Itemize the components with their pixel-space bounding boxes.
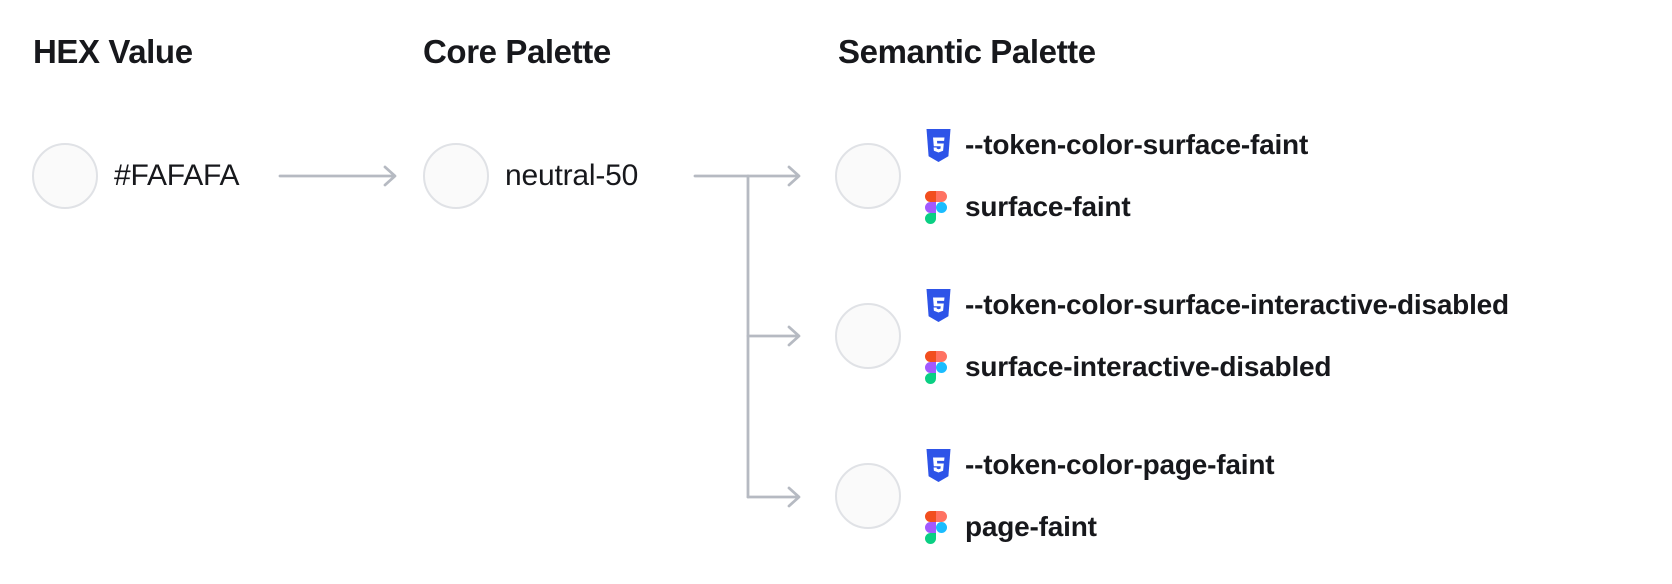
figma-token-line: surface-interactive-disabled — [925, 350, 1509, 384]
css-token-line: --token-color-surface-interactive-disabl… — [925, 288, 1509, 322]
figma-token-name: surface-interactive-disabled — [965, 351, 1332, 382]
color-swatch — [835, 143, 901, 209]
color-swatch — [835, 303, 901, 369]
semantic-node-page-faint: --token-color-page-faint page-faint — [835, 448, 1275, 544]
color-swatch — [32, 143, 98, 209]
figma-logo-icon — [925, 350, 953, 384]
color-swatch — [423, 143, 489, 209]
css3-badge-icon — [925, 288, 953, 322]
css-token-line: --token-color-surface-faint — [925, 128, 1308, 162]
column-title-hex-value: HEX Value — [33, 33, 193, 70]
semantic-node-surface-faint: --token-color-surface-faint surface-fain… — [835, 128, 1308, 224]
core-palette-node: neutral-50 — [423, 143, 638, 209]
core-palette-label: neutral-50 — [505, 159, 639, 192]
css3-badge-icon — [925, 448, 953, 482]
column-title-semantic-palette: Semantic Palette — [838, 33, 1096, 70]
semantic-node-surface-interactive-disabled: --token-color-surface-interactive-disabl… — [835, 288, 1509, 384]
css3-badge-icon — [925, 128, 953, 162]
hex-value-label: #FAFAFA — [114, 159, 240, 192]
figma-token-name: surface-faint — [965, 191, 1131, 222]
column-title-core-palette: Core Palette — [423, 33, 611, 70]
token-lines: --token-color-page-faint page-faint — [925, 448, 1275, 544]
color-swatch — [835, 463, 901, 529]
css-token-line: --token-color-page-faint — [925, 448, 1275, 482]
arrow-hex-to-core — [278, 165, 397, 187]
css-token-name: --token-color-page-faint — [965, 449, 1275, 480]
css-token-name: --token-color-surface-interactive-disabl… — [965, 289, 1509, 320]
figma-logo-icon — [925, 190, 953, 224]
token-lines: --token-color-surface-interactive-disabl… — [925, 288, 1509, 384]
css-token-name: --token-color-surface-faint — [965, 129, 1309, 160]
branch-connector-core-to-semantic — [693, 165, 801, 508]
figma-token-line: page-faint — [925, 510, 1274, 544]
figma-logo-icon — [925, 510, 953, 544]
hex-value-node: #FAFAFA — [32, 143, 240, 209]
figma-token-name: page-faint — [965, 511, 1097, 542]
token-lines: --token-color-surface-faint surface-fain… — [925, 128, 1308, 224]
figma-token-line: surface-faint — [925, 190, 1308, 224]
